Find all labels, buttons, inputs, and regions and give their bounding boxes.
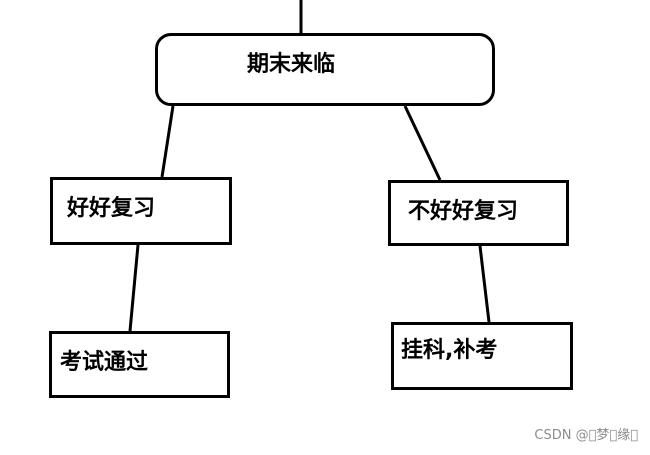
node-exam-passed: 考试通过 [49,331,230,398]
node-not-study-well: 不好好复习 [388,180,569,246]
node-study-well: 好好复习 [50,177,232,245]
edge-no-study-to-fail [478,245,491,323]
node-study-well-label: 好好复习 [67,196,156,221]
node-exam-passed-label: 考试通过 [60,349,149,375]
node-exam-approaching-label: 期末来临 [247,51,336,77]
edge-root-to-study [160,105,175,178]
csdn-watermark: CSDN @ 梦 缘  [534,428,638,443]
node-exam-approaching: 期末来临 [155,33,495,106]
edge-study-to-pass [128,244,140,332]
node-fail-retake: 挂科,补考 [391,322,573,390]
node-not-study-well-label: 不好好复习 [408,199,519,224]
node-fail-retake-label: 挂科,补考 [401,338,498,363]
edge-root-to-no-study [403,105,442,181]
